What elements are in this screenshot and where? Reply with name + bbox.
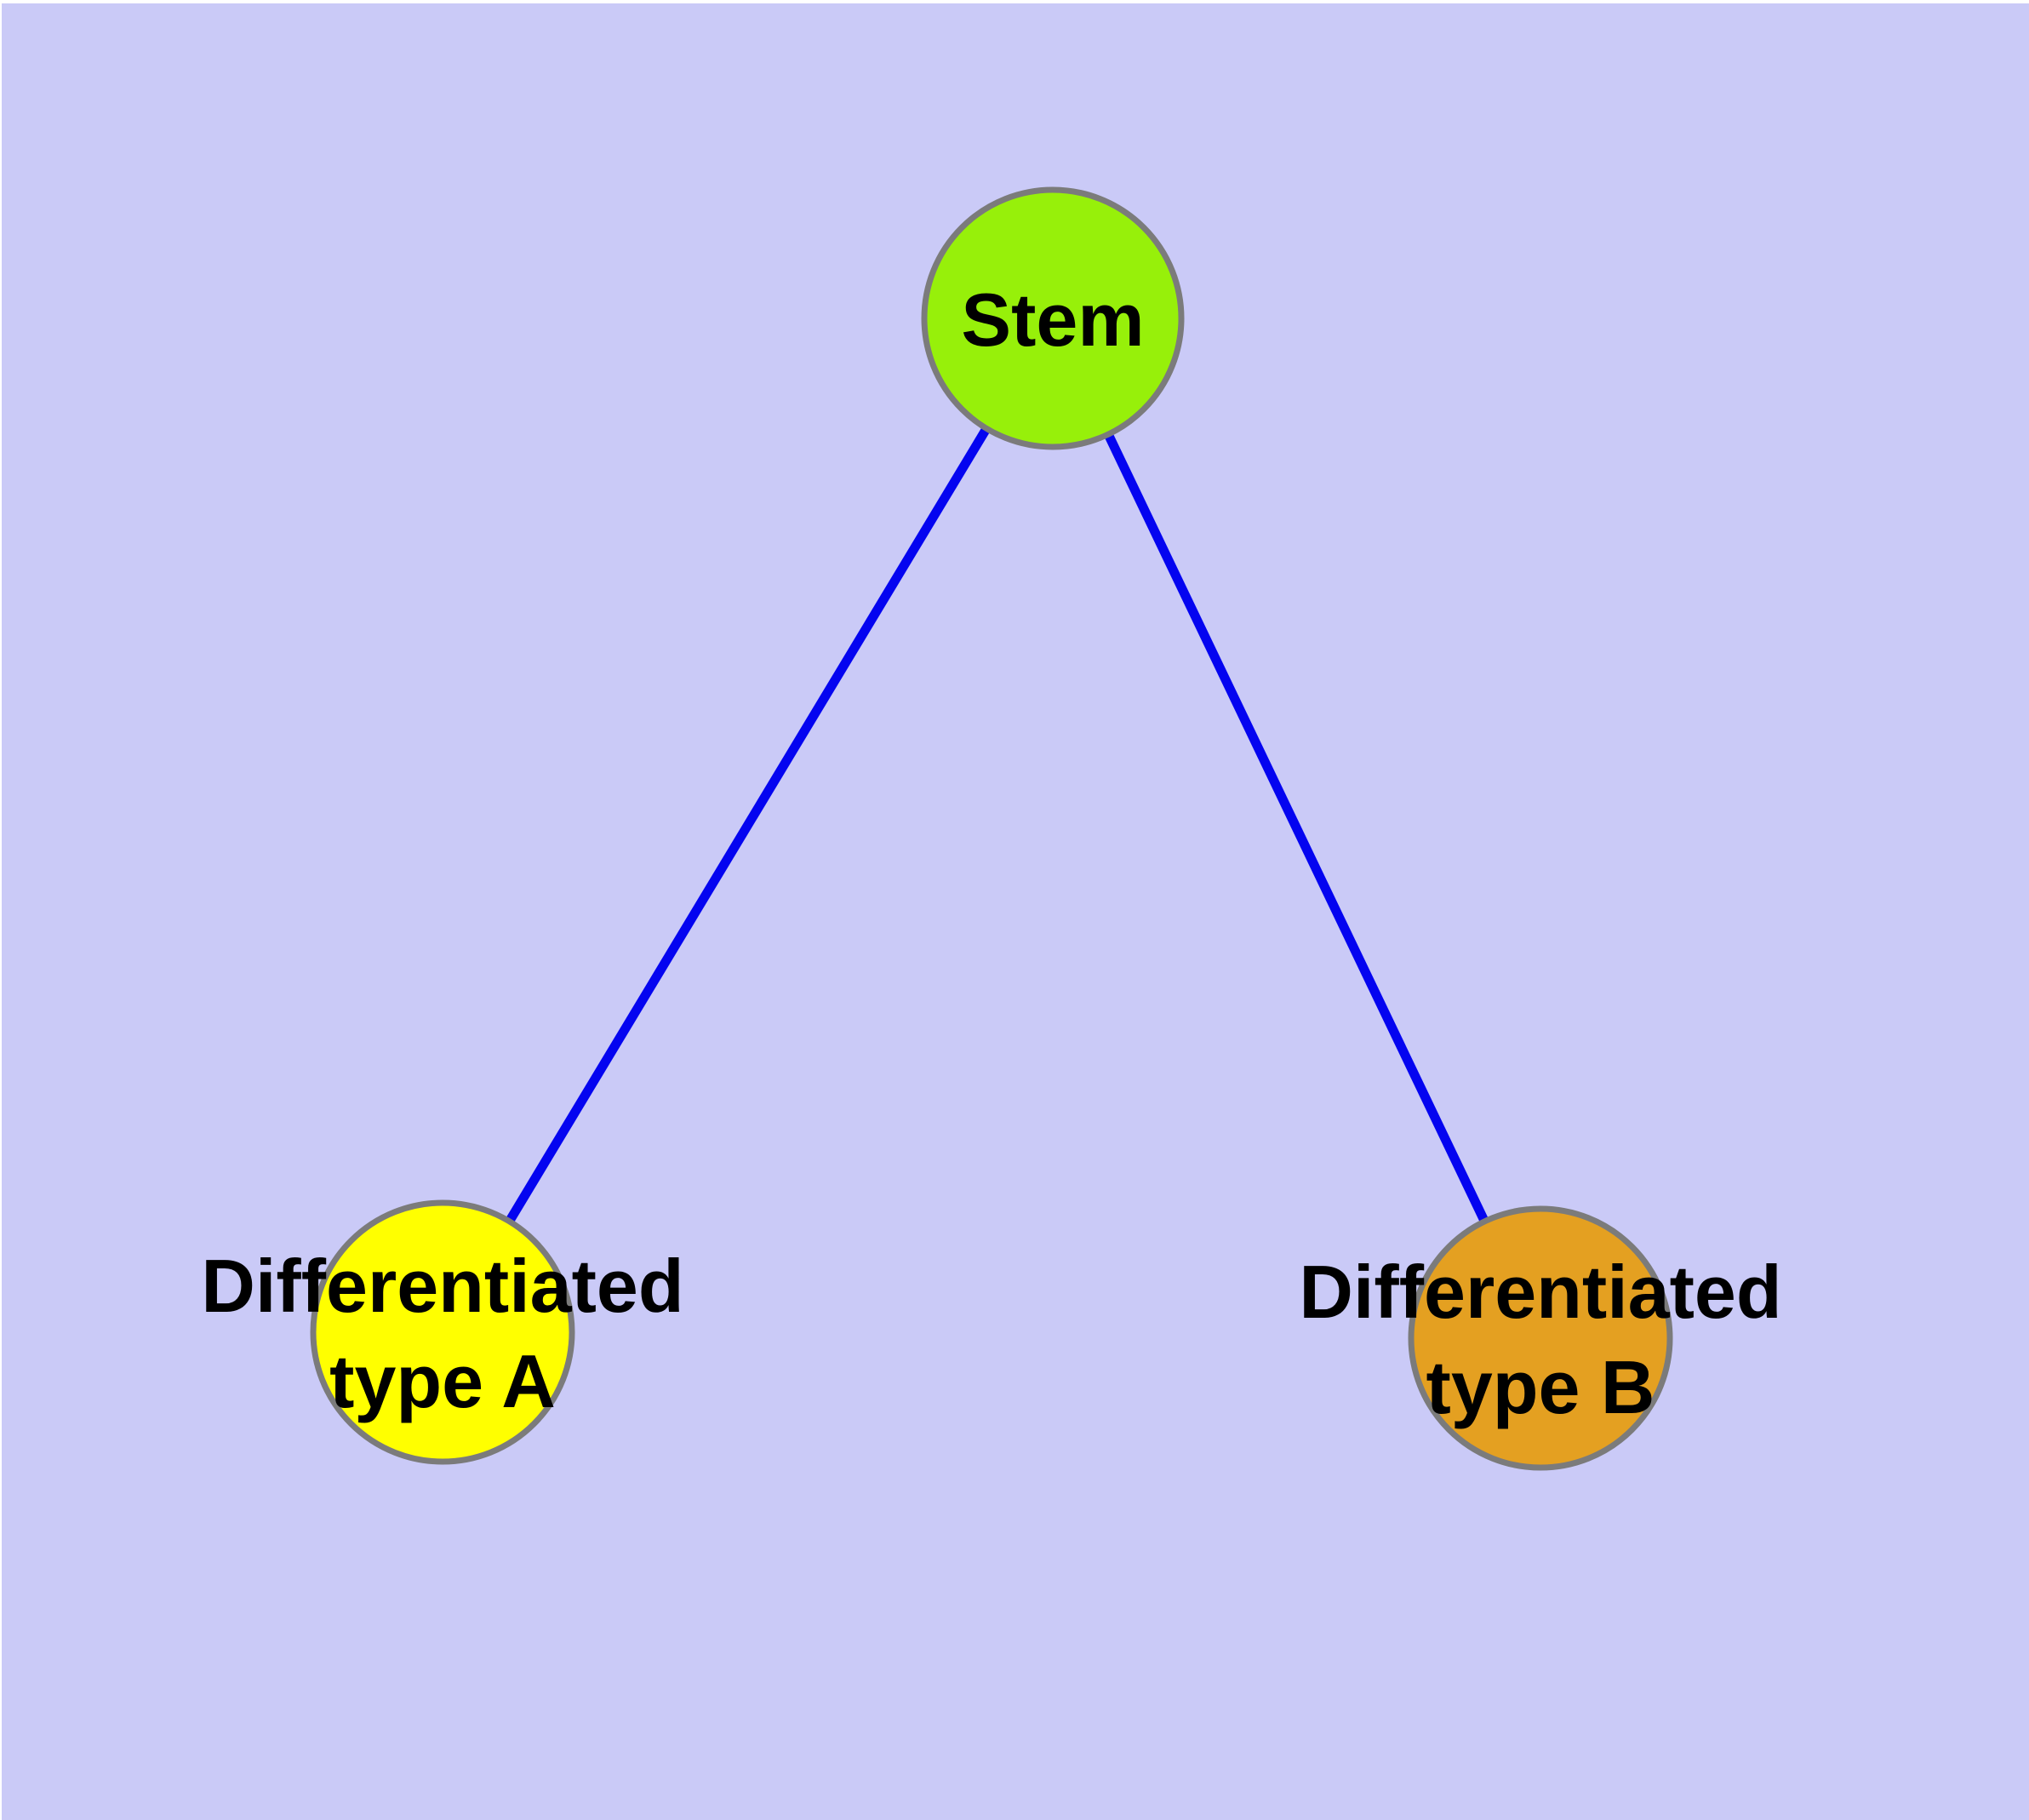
node-differentiated-type-a: Differentiated type A <box>201 1199 684 1465</box>
edge-stem-to-type-a <box>438 316 1057 1335</box>
node-differentiated-type-a-label-line1: Differentiated <box>201 1244 683 1328</box>
node-stem: Stem <box>921 186 1185 450</box>
node-differentiated-type-b-label-line1: Differentiated <box>1299 1250 1781 1334</box>
node-differentiated-type-b-circle[interactable] <box>1408 1205 1673 1471</box>
node-stem-circle[interactable] <box>921 186 1185 450</box>
edge-stem-to-type-b <box>1049 316 1545 1341</box>
node-differentiated-type-a-circle[interactable] <box>310 1199 575 1465</box>
node-stem-label: Stem <box>961 278 1144 362</box>
node-differentiated-type-b: Differentiated type B <box>1299 1205 1782 1471</box>
node-differentiated-type-a-label-line2: type A <box>329 1339 556 1423</box>
node-differentiated-type-b-label-line2: type B <box>1426 1345 1655 1429</box>
